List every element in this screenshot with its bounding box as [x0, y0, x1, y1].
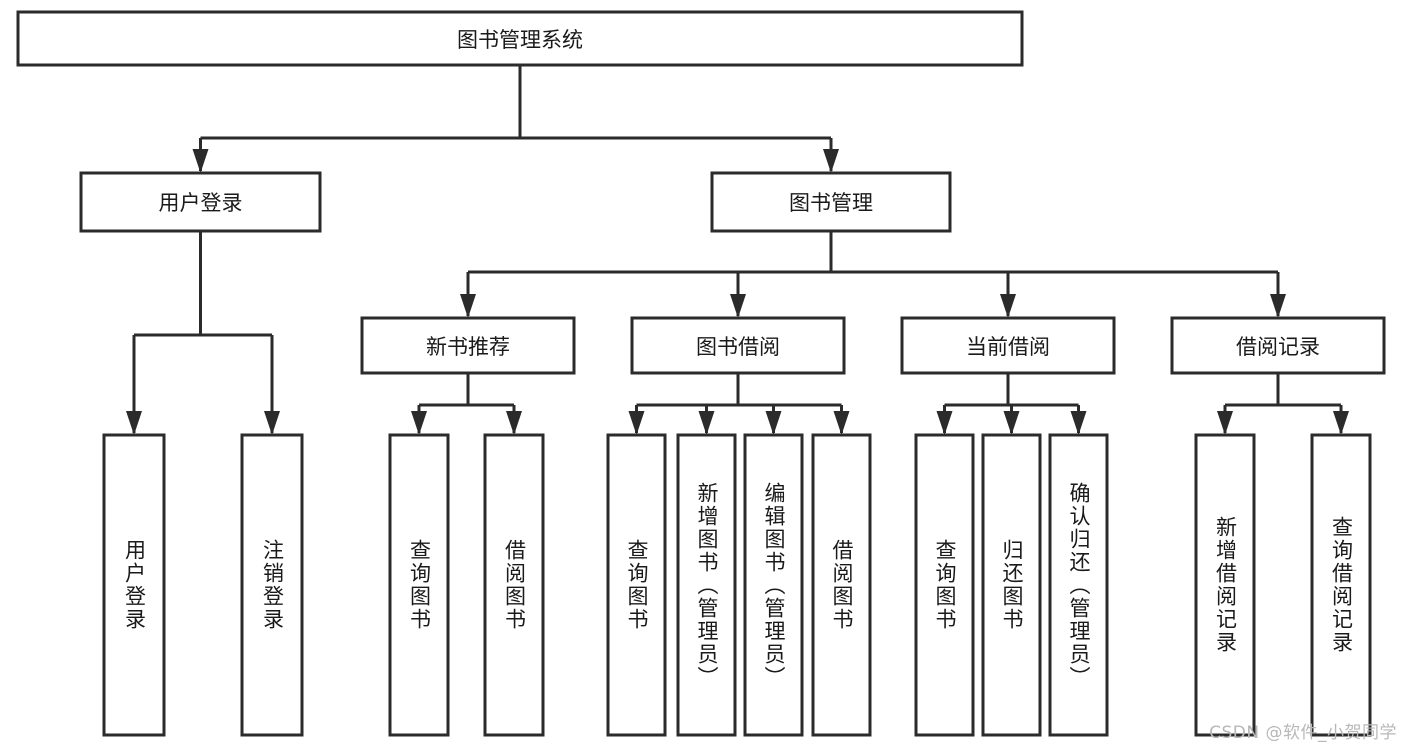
- node-leaf-box-7[interactable]: [811, 433, 872, 737]
- node-leaf-box-5[interactable]: [676, 433, 737, 737]
- arrow-head: [1333, 411, 1349, 435]
- arrow-head: [506, 411, 522, 435]
- node-leaf-box-11[interactable]: [1194, 433, 1256, 737]
- arrow-head: [411, 411, 427, 435]
- node-level3-box-0[interactable]: [360, 316, 576, 375]
- node-level2-box-1[interactable]: [710, 171, 952, 233]
- arrow-head: [823, 149, 839, 173]
- node-level3-box-1[interactable]: [630, 316, 846, 375]
- node-leaf-box-12[interactable]: [1310, 433, 1372, 737]
- arrow-head: [698, 411, 715, 435]
- node-root-box[interactable]: [16, 10, 1024, 67]
- node-leaf-box-2[interactable]: [388, 433, 450, 737]
- node-box-layer: [16, 10, 1386, 737]
- node-leaf-box-9[interactable]: [981, 433, 1042, 737]
- connector-layer: [126, 65, 1349, 435]
- node-leaf-box-0[interactable]: [102, 433, 166, 737]
- node-leaf-box-10[interactable]: [1048, 433, 1109, 737]
- arrow-head: [1270, 294, 1286, 318]
- node-leaf-box-6[interactable]: [743, 433, 804, 737]
- arrow-head: [936, 411, 953, 435]
- node-level3-box-3[interactable]: [1170, 316, 1386, 375]
- arrow-head: [765, 411, 782, 435]
- arrow-head: [628, 411, 645, 435]
- node-leaf-box-1[interactable]: [240, 433, 304, 737]
- arrow-head: [1003, 411, 1020, 435]
- arrow-head: [126, 411, 142, 435]
- node-level2-box-0[interactable]: [79, 171, 322, 233]
- arrow-head: [264, 411, 280, 435]
- arrow-head: [730, 294, 746, 318]
- arrow-head: [1070, 411, 1087, 435]
- arrow-head: [1000, 294, 1016, 318]
- arrow-head: [1217, 411, 1233, 435]
- arrow-head: [460, 294, 476, 318]
- node-leaf-box-8[interactable]: [914, 433, 975, 737]
- node-level3-box-2[interactable]: [900, 316, 1116, 375]
- node-leaf-box-3[interactable]: [483, 433, 545, 737]
- arrow-head: [833, 411, 850, 435]
- watermark: CSDN @软件_小贺同学: [1209, 723, 1397, 743]
- arrow-head: [192, 149, 209, 173]
- node-leaf-box-4[interactable]: [606, 433, 667, 737]
